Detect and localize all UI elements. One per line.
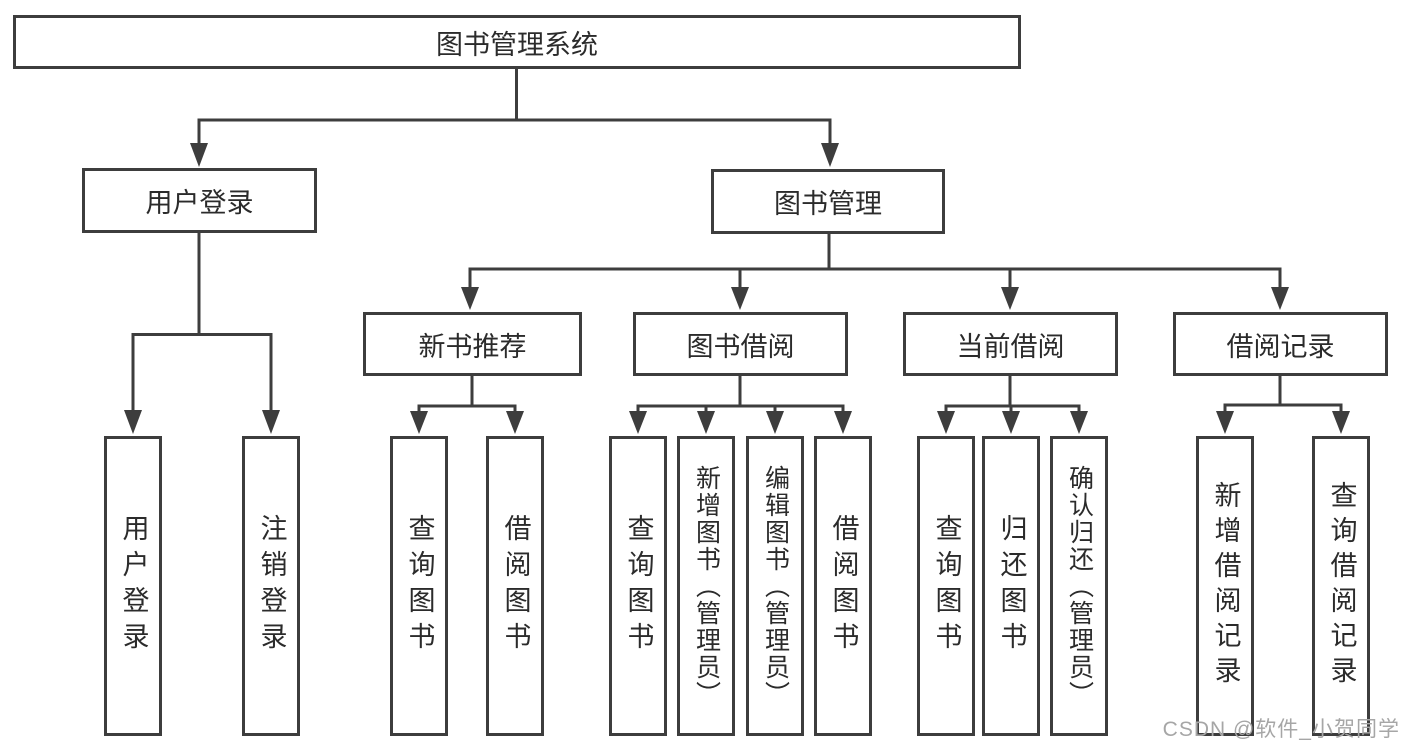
- watermark: CSDN @软件_小贺同学: [1162, 718, 1400, 741]
- node-current-query-books: 查询图书: [917, 436, 975, 736]
- node-borrow-edit-books-admin: 编辑图书（管理员）: [746, 436, 804, 736]
- node-newbook-query-books: 查询图书: [390, 436, 448, 736]
- node-borrow-query-books-label: 查询图书: [623, 514, 654, 658]
- node-records-add-record-label: 新增借阅记录: [1210, 481, 1241, 691]
- node-current-borrow-label: 当前借阅: [956, 331, 1065, 362]
- node-root-label: 图书管理系统: [436, 29, 598, 60]
- node-current-confirm-return-admin: 确认归还（管理员）: [1050, 436, 1108, 736]
- node-new-book-recommend: 新书推荐: [363, 312, 582, 376]
- node-current-borrow: 当前借阅: [903, 312, 1118, 376]
- node-book-borrow: 图书借阅: [633, 312, 848, 376]
- node-newbook-borrow-books: 借阅图书: [486, 436, 544, 736]
- node-current-query-books-label: 查询图书: [931, 514, 962, 658]
- node-newbook-query-books-label: 查询图书: [404, 514, 435, 658]
- node-newbook-borrow-books-label: 借阅图书: [500, 514, 531, 658]
- node-current-confirm-return-admin-label: 确认归还（管理员）: [1065, 464, 1094, 708]
- node-user-login: 用户登录: [82, 168, 317, 233]
- node-logout-leaf: 注销登录: [242, 436, 300, 736]
- node-new-book-recommend-label: 新书推荐: [418, 331, 527, 362]
- node-user-login-label: 用户登录: [145, 188, 254, 218]
- node-borrow-borrow-books-label: 借阅图书: [828, 514, 859, 658]
- node-root: 图书管理系统: [13, 15, 1021, 69]
- node-book-borrow-label: 图书借阅: [686, 331, 795, 362]
- node-borrow-records: 借阅记录: [1173, 312, 1388, 376]
- node-book-management: 图书管理: [711, 169, 945, 234]
- node-borrow-add-books-admin: 新增图书（管理员）: [677, 436, 735, 736]
- node-borrow-borrow-books: 借阅图书: [814, 436, 872, 736]
- node-current-return-books: 归还图书: [982, 436, 1040, 736]
- node-borrow-records-label: 借阅记录: [1226, 331, 1335, 362]
- node-current-return-books-label: 归还图书: [996, 514, 1027, 658]
- node-book-management-label: 图书管理: [774, 189, 882, 219]
- node-records-query-record-label: 查询借阅记录: [1326, 481, 1357, 691]
- node-records-add-record: 新增借阅记录: [1196, 436, 1254, 736]
- node-login-leaf-label: 用户登录: [118, 514, 149, 658]
- node-records-query-record: 查询借阅记录: [1312, 436, 1370, 736]
- node-borrow-query-books: 查询图书: [609, 436, 667, 736]
- node-borrow-add-books-admin-label: 新增图书（管理员）: [692, 464, 721, 708]
- node-borrow-edit-books-admin-label: 编辑图书（管理员）: [761, 464, 790, 708]
- node-logout-leaf-label: 注销登录: [256, 514, 287, 658]
- node-login-leaf: 用户登录: [104, 436, 162, 736]
